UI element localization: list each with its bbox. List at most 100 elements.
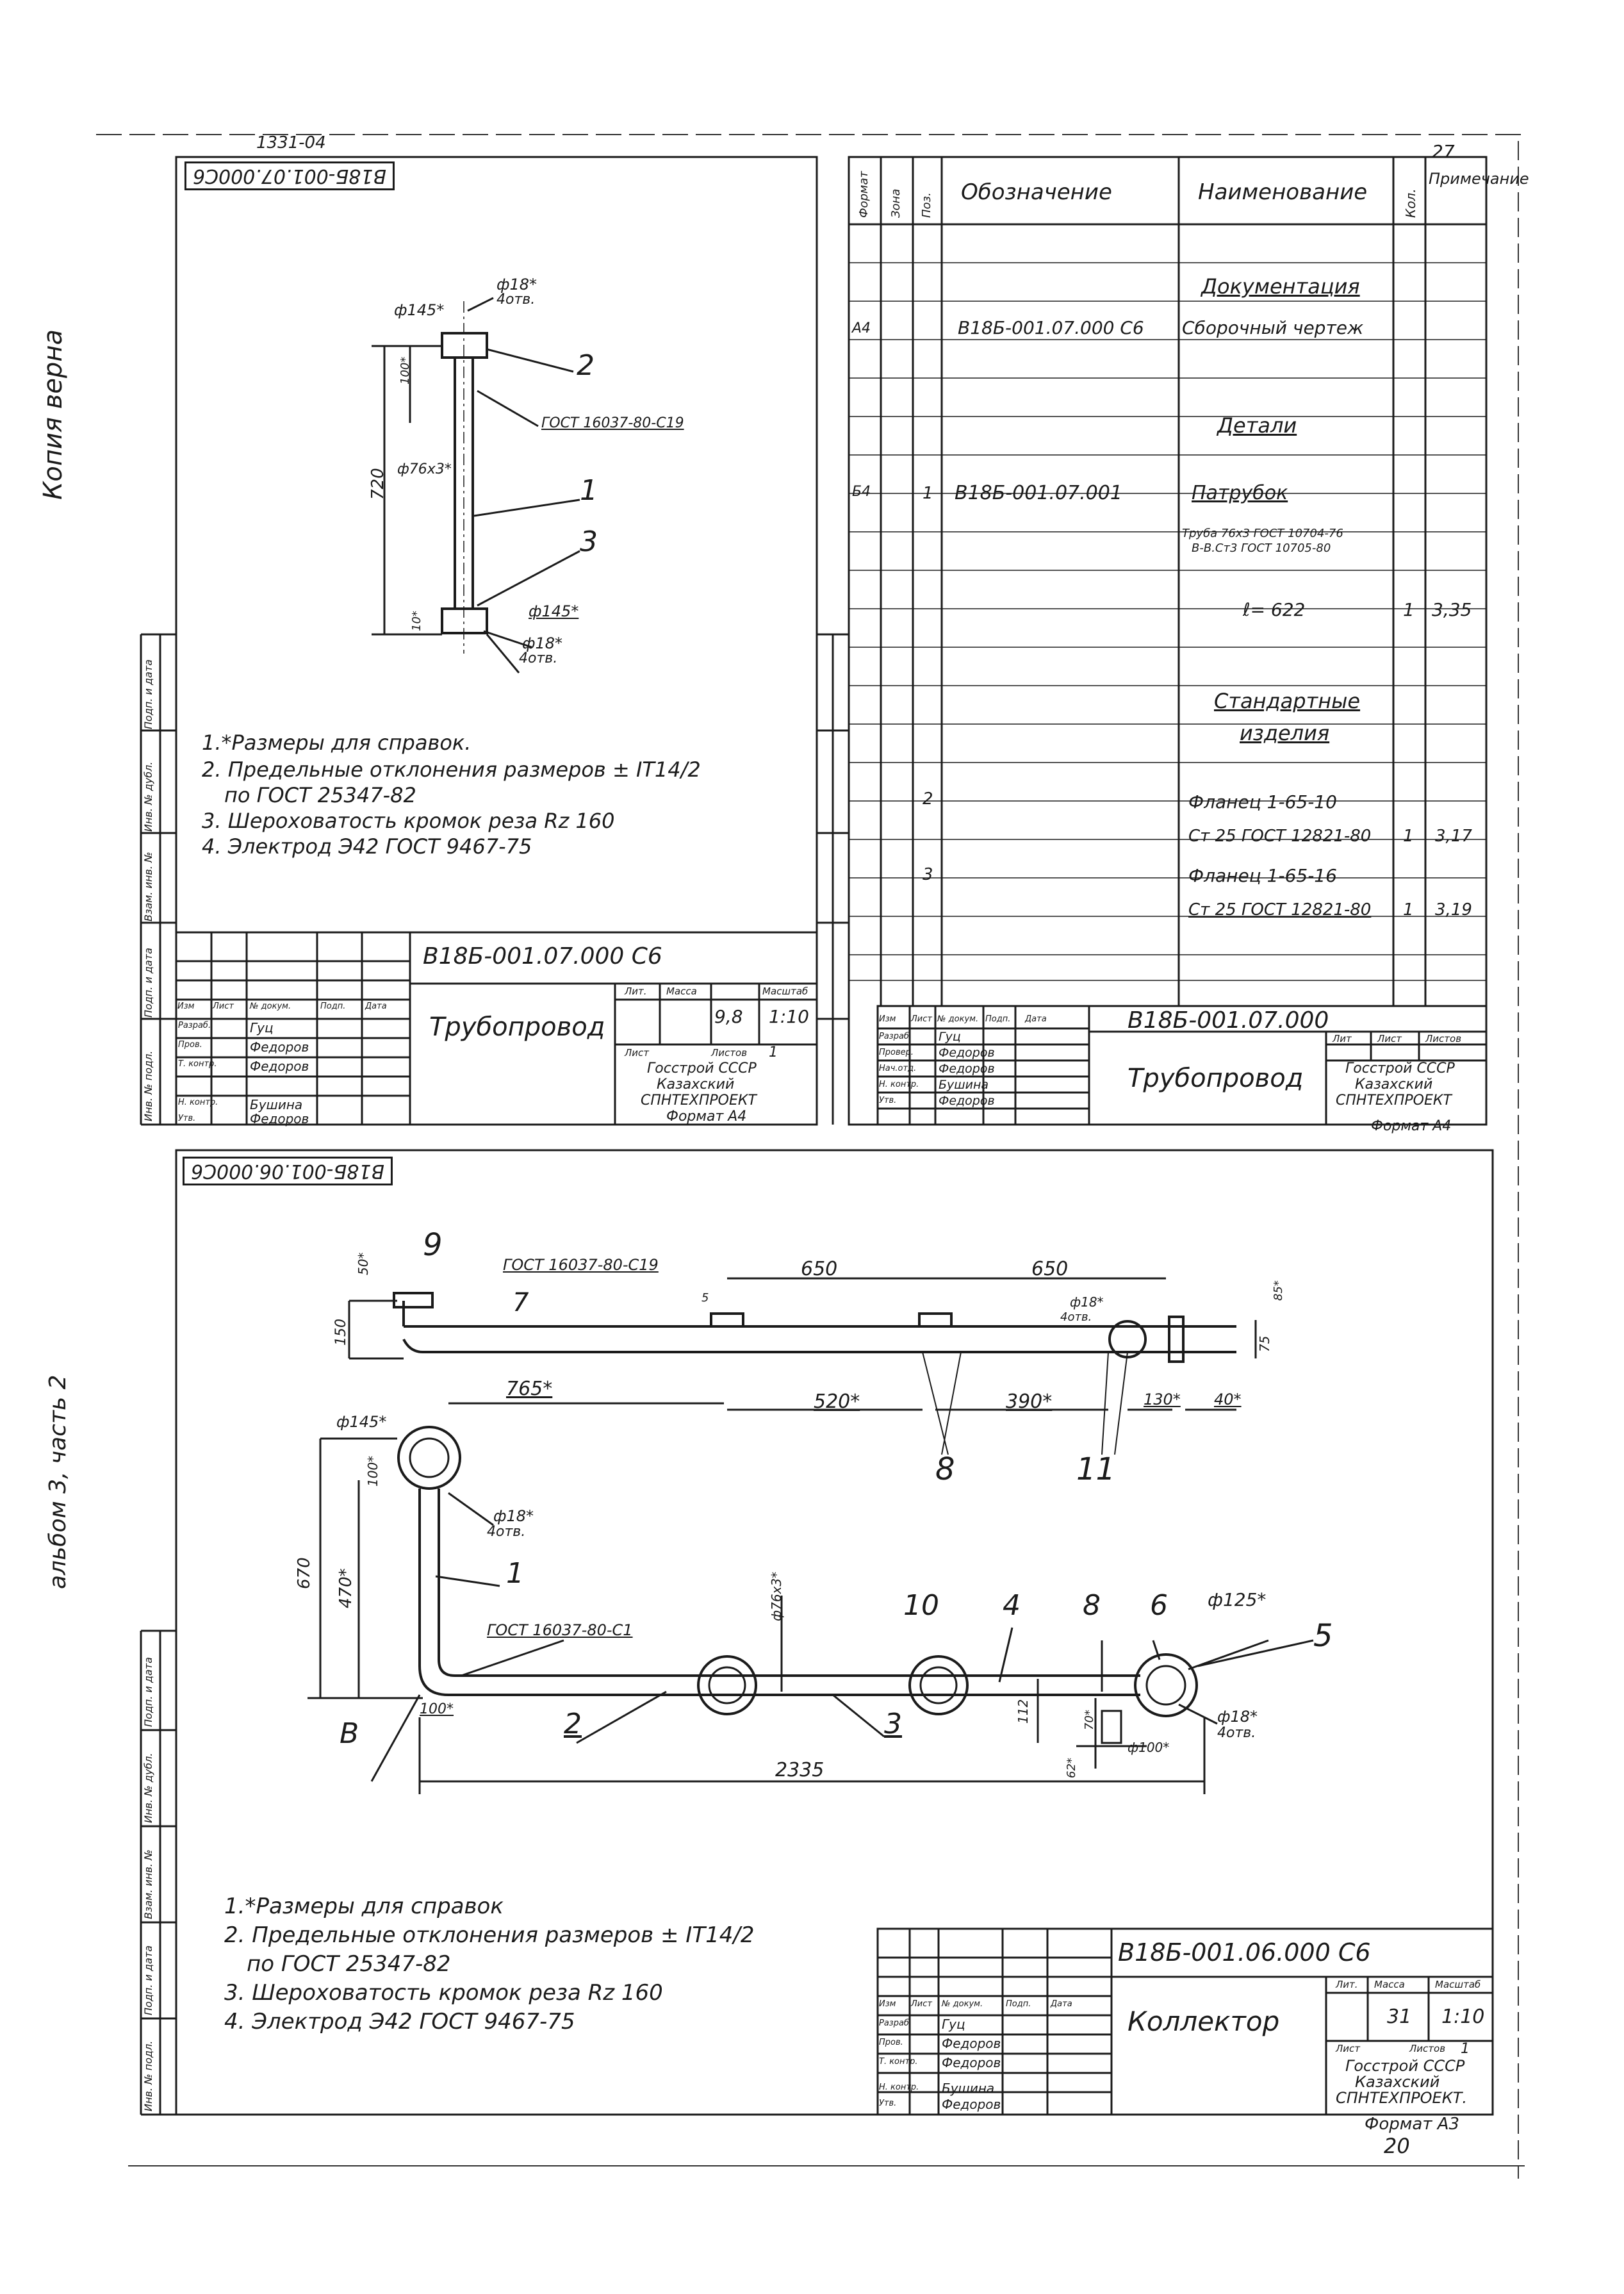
pos-1: 1 [506, 1557, 524, 1590]
dim-holes-top: ф18* [496, 276, 537, 293]
sheet1-note: 2. Предельные отклонения размеров ± IT14… [202, 757, 701, 782]
dim-765: 765* [506, 1378, 553, 1400]
spec-row-pos: 1 [923, 484, 933, 503]
dim-holes-r-count: 4отв. [1060, 1310, 1092, 1324]
tb-signer: Гуц [250, 1020, 274, 1036]
leader-1: 1 [580, 474, 598, 507]
tb-org3: СПНТЕХПРОЕКТ [1336, 1093, 1452, 1109]
spec-row-qty: 1 [1403, 900, 1414, 920]
dim-pipe: ф76х3* [769, 1571, 784, 1621]
sheet1-rotated-code: В18Б-001.07.000С6 [185, 161, 395, 190]
tb-signer: Бушина [939, 1078, 989, 1092]
tb-hdr: Изм [879, 1014, 896, 1024]
dim-flange-l: ф145* [336, 1413, 387, 1431]
sheet1-tb-name: Трубопровод [429, 1012, 605, 1042]
page-number-top: 27 [1432, 141, 1455, 162]
tb-scale: 1:10 [1441, 2006, 1485, 2028]
spec-row-name: Фланец 1-65-10 [1188, 791, 1337, 813]
weld-top-note: ГОСТ 16037-80-С19 [541, 415, 684, 431]
sheet3-note: по ГОСТ 25347-82 [247, 1951, 451, 1977]
tb-sheets-label: Листов [1409, 2043, 1446, 2054]
tb-hdr: Дата [1051, 1999, 1072, 2009]
sheet2-tb-code: В18Б-001.07.000 [1128, 1007, 1329, 1034]
sheet1-tb-code: В18Б-001.07.000 С6 [423, 943, 662, 970]
spec-header-note: Примечание [1429, 170, 1529, 188]
dim-40: 40* [1214, 1390, 1242, 1408]
spec-row-name: Патрубок [1192, 482, 1288, 504]
side-label: Инв. № подл. [142, 1050, 154, 1121]
tb-sheets: 1 [1461, 2041, 1470, 2057]
tb-signer: Гуц [939, 1030, 961, 1044]
tb-signer: Федоров [942, 2097, 1001, 2112]
tb-org1: Госстрой СССР [647, 1060, 757, 1077]
leader-2: 2 [577, 349, 595, 382]
tb-role: Н. контр. [178, 1098, 218, 1107]
dim-half: 100* [398, 356, 412, 384]
tb-role: Пров. [178, 1040, 202, 1050]
certified-copy-note: Копия верна [38, 329, 68, 500]
sheet1-note: 3. Шероховатость кромок реза Rz 160 [202, 809, 615, 833]
dim-holes-top-count: 4отв. [496, 292, 536, 308]
dim-50: 50* [356, 1252, 371, 1275]
spec-row-pos: 3 [923, 865, 933, 884]
spec-row-pos: 2 [923, 789, 933, 809]
tb-sheets-label: Листов [711, 1047, 748, 1059]
sheet1-note: 4. Электрод Э42 ГОСТ 9467-75 [202, 834, 532, 859]
tb-role: Разраб. [879, 2018, 912, 2028]
tb-signer: Федоров [939, 1046, 995, 1060]
side-label: Инв. № дубл. [142, 1753, 154, 1823]
spec-row-qty: 1 [1403, 827, 1414, 846]
tb-hdr-sign: Подп. [320, 1002, 346, 1011]
tb-signer: Федоров [250, 1059, 309, 1074]
sheet3-tb-code: В18Б-001.06.000 С6 [1118, 1938, 1371, 1967]
spec-row-note: 3,35 [1432, 599, 1472, 620]
spec-row-code: В18Б-001.07.000 С6 [958, 317, 1144, 338]
sheet3-note: 1.*Размеры для справок [224, 1894, 504, 1919]
tb-hdr: Подп. [985, 1014, 1011, 1024]
tb-role: Провер. [879, 1048, 914, 1057]
side-label: Подп. и дата [142, 948, 154, 1018]
tb-mass: 31 [1387, 2006, 1412, 2028]
pos-4: 4 [1003, 1589, 1021, 1622]
tb-hdr: Дата [1025, 1014, 1047, 1024]
tb-role: Разраб. [178, 1021, 211, 1030]
spec-row-note: 3,17 [1435, 827, 1472, 846]
dim-100c: ф100* [1128, 1740, 1170, 1755]
leader-3: 3 [580, 525, 598, 558]
tb-sheets: 1 [769, 1044, 778, 1060]
tb-org2: Казахский [1355, 2073, 1440, 2091]
dim-flange-bottom: ф145* [529, 602, 579, 620]
pos-3: 3 [884, 1708, 902, 1740]
dim-pipe: ф76х3* [397, 461, 452, 477]
tb-signer: Федоров [250, 1111, 309, 1126]
tb-mass: 9,8 [714, 1006, 743, 1027]
dim-85: 85* [1272, 1280, 1285, 1301]
sheet3-note: 2. Предельные отклонения размеров ± IT14… [224, 1922, 755, 1948]
tb-hdr: Лист [911, 1999, 932, 2009]
tb-role: Утв. [178, 1114, 196, 1123]
tb-hdr: № докум. [937, 1014, 979, 1024]
dim-520: 520* [814, 1390, 860, 1413]
tb-org2: Казахский [657, 1077, 735, 1093]
tb-signer: Бушина [942, 2081, 995, 2096]
dim-holes-b: ф18* [1217, 1708, 1258, 1726]
tb-role: Утв. [879, 1096, 897, 1105]
sheet3-note: 4. Электрод Э42 ГОСТ 9467-75 [224, 2009, 575, 2034]
dim-holes-b-count: 4отв. [1217, 1725, 1256, 1741]
tb-hdr: Лист [911, 1014, 932, 1024]
tb-role: Пров. [879, 2038, 903, 2047]
dim-100a: 100* [365, 1455, 381, 1487]
tb-format: Формат А3 [1365, 2115, 1460, 2134]
spec-row-name: Стандартные [1214, 689, 1361, 713]
dim-5: 5 [701, 1291, 709, 1305]
dim-holes-r: ф18* [1070, 1294, 1104, 1310]
spec-row-qty: 1 [1403, 599, 1415, 620]
tb-hdr-list: Лист [213, 1002, 234, 1011]
spec-header-pos: Поз. [920, 192, 933, 218]
dim-75: 75 [1257, 1335, 1272, 1352]
sheet3-rotated-code: В18Б-001.06.000С6 [183, 1157, 393, 1185]
pos-B: В [340, 1717, 359, 1750]
dim-holes-l-count: 4отв. [487, 1524, 526, 1540]
tb-signer: Федоров [250, 1039, 309, 1055]
dim-130: 130* [1144, 1390, 1181, 1408]
